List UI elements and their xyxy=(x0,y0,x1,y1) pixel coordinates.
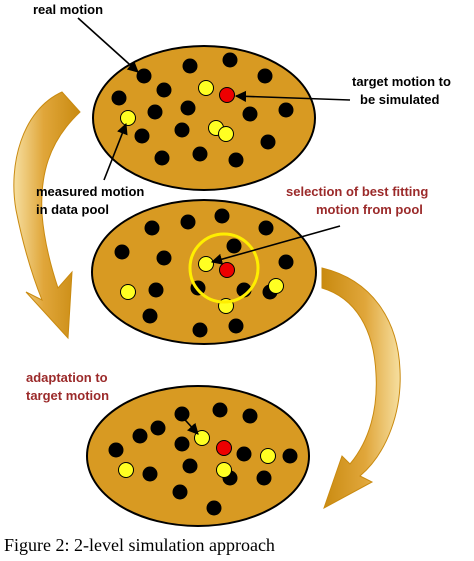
label-selection-line1: selection of best fitting xyxy=(286,184,428,199)
label-measured-motion-line2: in data pool xyxy=(36,202,109,217)
selection-ring xyxy=(188,232,260,304)
ellipse-level-1 xyxy=(92,45,316,191)
label-adaptation-line2: target motion xyxy=(26,388,109,403)
label-measured-motion-line1: measured motion xyxy=(36,184,144,199)
adaptation-pointer xyxy=(175,409,199,435)
label-adaptation-line1: adaptation to xyxy=(26,370,108,385)
real-motion-pointer xyxy=(77,17,139,73)
selection-pointer xyxy=(210,225,341,265)
curved-arrow-left xyxy=(13,91,81,340)
measured-motion-pointer xyxy=(103,122,128,181)
motion-dots-2 xyxy=(114,208,294,338)
label-target-motion-line2: be simulated xyxy=(360,92,440,107)
motion-dots-3 xyxy=(108,402,298,516)
target-motion-pointer xyxy=(234,90,351,102)
pointer-arrows xyxy=(77,17,351,435)
figure-caption: Figure 2: 2-level simulation approach xyxy=(4,535,275,555)
ellipse-level-2 xyxy=(91,199,317,345)
ellipse-level-3 xyxy=(86,385,310,527)
label-real-motion: real motion xyxy=(33,2,103,17)
curved-arrow-right xyxy=(321,267,401,510)
motion-dots-1 xyxy=(111,52,294,168)
label-target-motion-line1: target motion to xyxy=(352,74,451,89)
label-selection-line2: motion from pool xyxy=(316,202,423,217)
